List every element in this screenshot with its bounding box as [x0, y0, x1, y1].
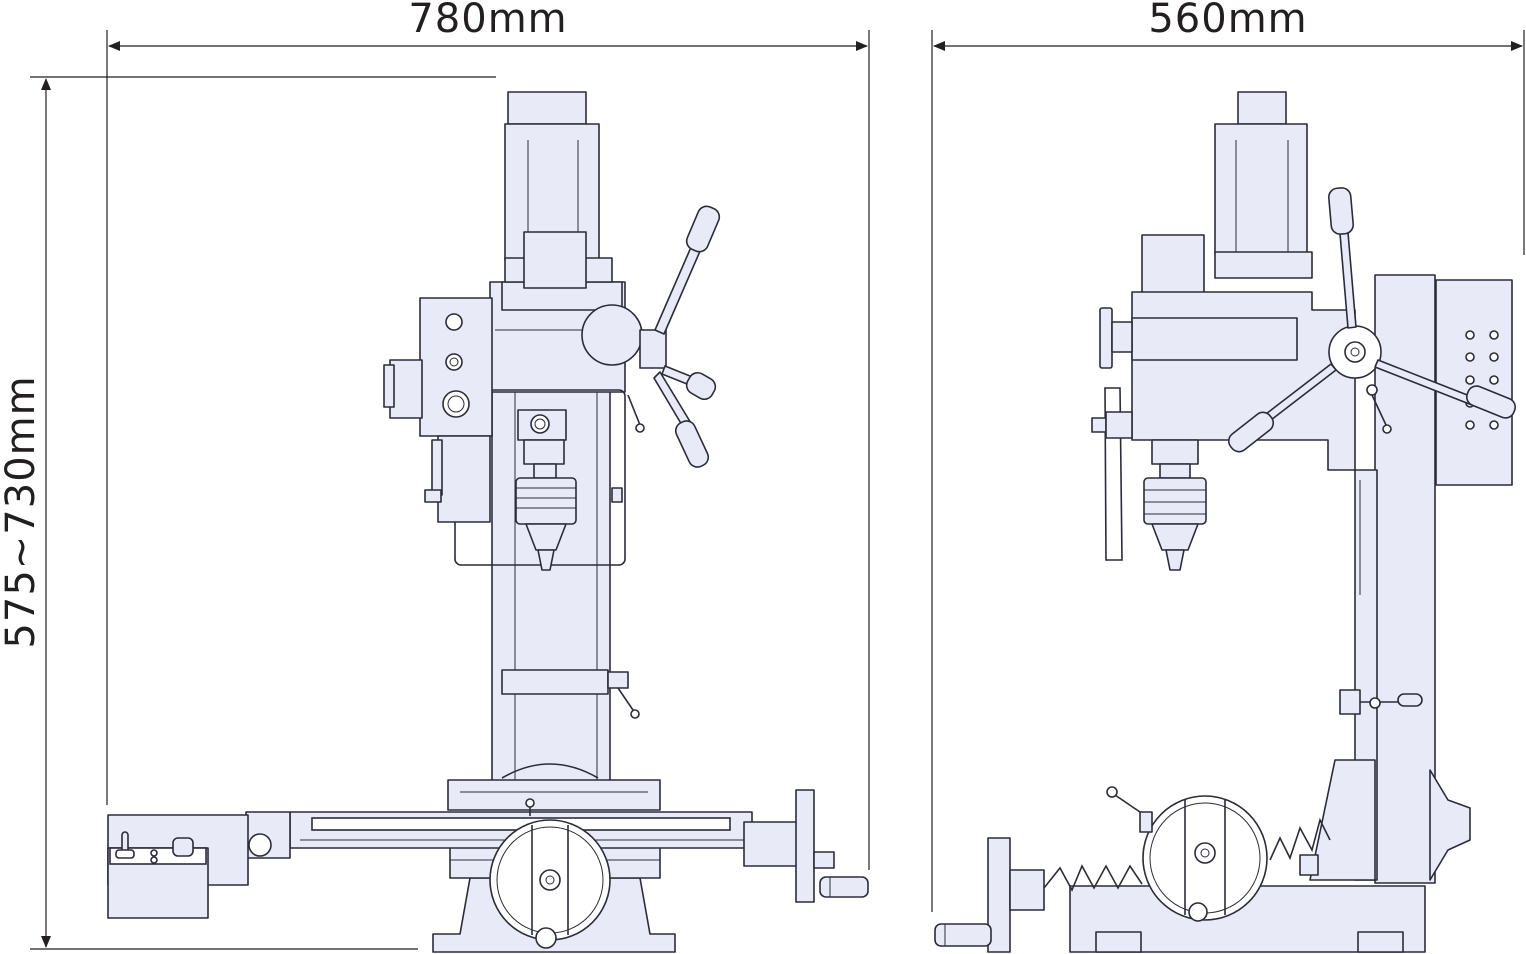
dimension-front-width: 780mm [106, 0, 870, 870]
front-view-machine [107, 91, 869, 953]
speed-knob-icon [172, 837, 194, 857]
front-drill-chuck [515, 477, 577, 525]
height-label: 575~730mm [0, 375, 44, 648]
side-view-machine [934, 91, 1517, 953]
front-width-label: 780mm [408, 0, 567, 42]
side-motor [1214, 123, 1308, 255]
dimension-height: 575~730mm [0, 76, 496, 950]
front-feed-hub [581, 304, 643, 366]
side-width-label: 560mm [1148, 0, 1307, 42]
side-drill-chuck [1143, 477, 1207, 525]
dimension-side-width: 560mm [931, 0, 1525, 912]
